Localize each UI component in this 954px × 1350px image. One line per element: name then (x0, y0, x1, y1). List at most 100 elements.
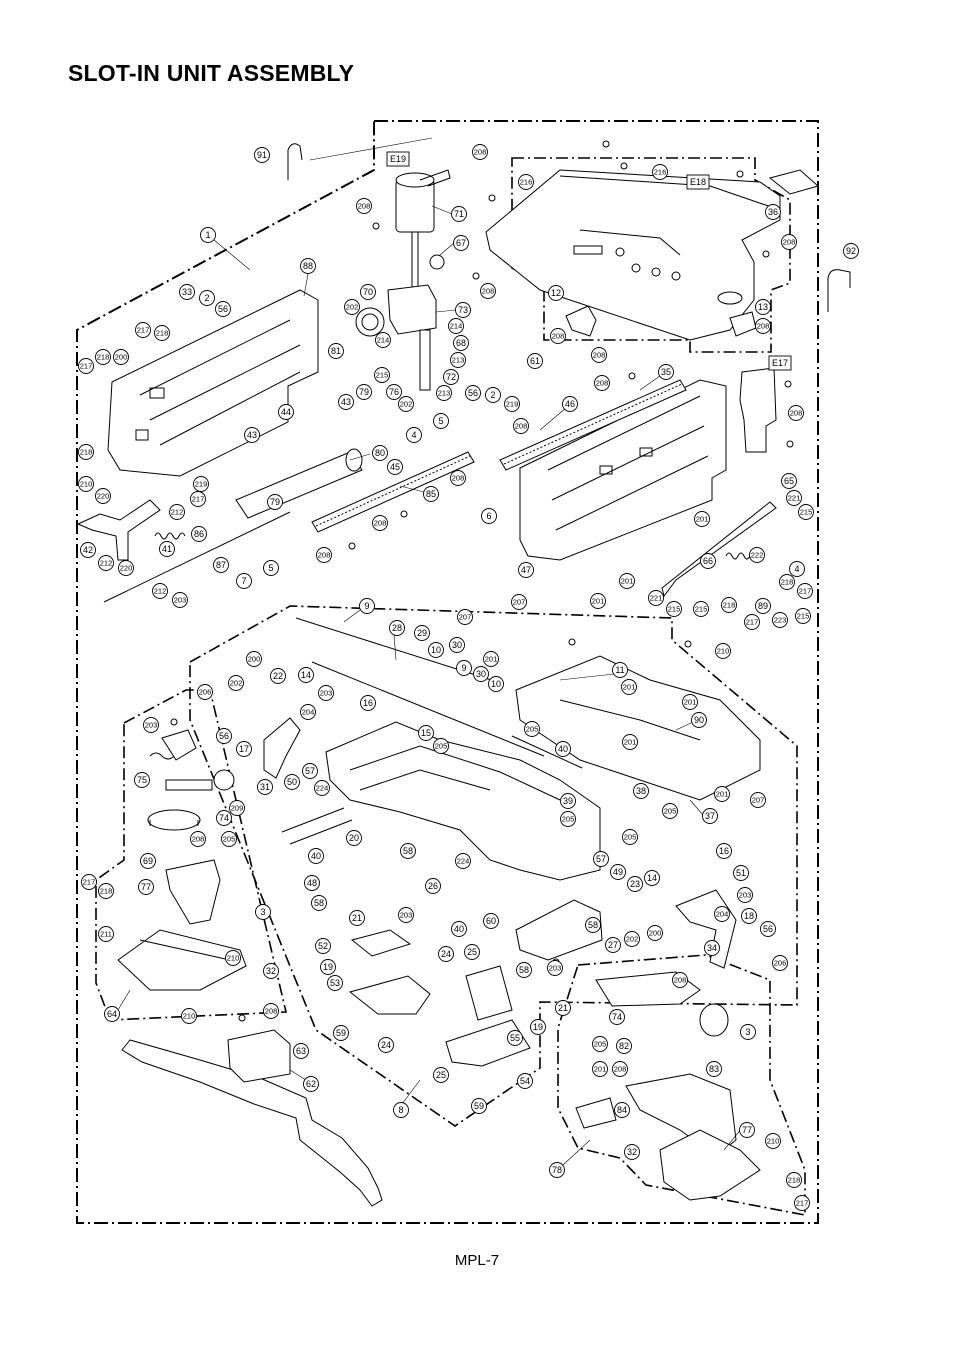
callout-label: 5 (268, 563, 273, 573)
gearbox-73 (387, 254, 445, 391)
part-callout: 46 (562, 396, 578, 412)
callout-label: 215 (668, 605, 681, 614)
part-callout: 208 (480, 283, 496, 299)
callout-label: 22 (273, 671, 283, 681)
callout-label: 73 (458, 305, 468, 315)
callout-label: 15 (421, 728, 431, 738)
callout-label: 40 (454, 924, 464, 934)
part-callout: 86 (191, 526, 207, 542)
callout-label: 59 (336, 1028, 346, 1038)
callout-label: 49 (613, 867, 623, 877)
callout-label: 62 (306, 1079, 316, 1089)
part-callout: 201 (682, 694, 698, 710)
callout-label: 56 (218, 304, 228, 314)
part-callout: 56 (215, 301, 231, 317)
callout-label: 205 (664, 807, 677, 816)
callout-label: 208 (374, 519, 387, 528)
callout-label: 70 (363, 287, 373, 297)
part-callout: 208 (190, 831, 206, 847)
callout-label: 23 (630, 879, 640, 889)
callout-label: 45 (390, 462, 400, 472)
callout-label: 202 (230, 679, 243, 688)
part-callout: 74 (609, 1009, 625, 1025)
callout-label: 217 (192, 495, 205, 504)
callout-label: 78 (552, 1165, 562, 1175)
part-callout: 216 (518, 174, 534, 190)
callout-label: 220 (97, 492, 110, 501)
part-callout: 221 (786, 490, 802, 506)
part-callout: 215 (374, 367, 390, 383)
part-callout: 206 (197, 684, 213, 700)
part-callout: 208 (781, 234, 797, 250)
slider-52 (350, 929, 412, 957)
part-callout: 59 (471, 1098, 487, 1114)
callout-label: 86 (194, 529, 204, 539)
part-callout: 82 (616, 1038, 632, 1054)
part-tag: E18 (686, 174, 710, 190)
part-callout: 50 (284, 774, 300, 790)
callout-label: 19 (323, 962, 333, 972)
group-boundary-78 (557, 954, 806, 1216)
callout-label: 215 (376, 371, 389, 380)
part-callout: 88 (300, 258, 316, 274)
part-callout: 208 (788, 405, 804, 421)
part-callout: 203 (143, 717, 159, 733)
callout-label: 68 (456, 338, 466, 348)
callout-label: 208 (482, 287, 495, 296)
callout-label: 61 (530, 356, 540, 366)
callout-label: 72 (446, 372, 456, 382)
part-callout: 216 (652, 164, 668, 180)
part-callout: 215 (798, 504, 814, 520)
callout-label: 218 (156, 329, 169, 338)
part-callout: 208 (450, 470, 466, 486)
lever-64 (117, 859, 247, 991)
callout-label: 202 (626, 935, 639, 944)
callout-label: 58 (314, 898, 324, 908)
part-callout: 32 (263, 963, 279, 979)
part-callout: 14 (644, 870, 660, 886)
callout-label: 88 (303, 261, 313, 271)
part-callout: 28 (389, 620, 405, 636)
part-callout: 5 (263, 560, 279, 576)
part-callout: 77 (739, 1122, 755, 1138)
part-callout: 43 (244, 427, 260, 443)
part-callout: 44 (278, 404, 294, 420)
part-callout: 65 (781, 473, 797, 489)
callout-label: 217 (80, 362, 93, 371)
rack-46 (499, 379, 687, 471)
callout-label: 59 (474, 1101, 484, 1111)
callout-label: 21 (352, 913, 362, 923)
part-callout: 56 (216, 728, 232, 744)
callout-label: 16 (363, 698, 373, 708)
callout-label: 208 (192, 835, 205, 844)
callout-label: 221 (650, 594, 663, 603)
part-callout: 213 (436, 385, 452, 401)
callout-label: 14 (301, 670, 311, 680)
callout-label: 2 (204, 293, 209, 303)
part-callout: 60 (483, 913, 499, 929)
part-callout: 4 (789, 561, 805, 577)
callout-label: 205 (562, 815, 575, 824)
part-callout: 6 (481, 508, 497, 524)
part-callout: 201 (590, 593, 606, 609)
cam-lever-75 (149, 729, 213, 791)
callout-label: 38 (636, 786, 646, 796)
part-callout: 205 (622, 829, 638, 845)
part-callout: 215 (795, 608, 811, 624)
part-callout: 1 (200, 227, 216, 243)
part-callout: 214 (448, 318, 464, 334)
callout-label: 79 (359, 387, 369, 397)
part-callout: 45 (387, 459, 403, 475)
callout-label: 221 (788, 494, 801, 503)
part-callout: 210 (78, 476, 94, 492)
callout-label: 205 (435, 742, 448, 751)
callout-label: 46 (565, 399, 575, 409)
page-number: MPL-7 (454, 1252, 500, 1269)
part-callout: 2 (485, 387, 501, 403)
part-callout: 200 (647, 925, 663, 941)
callout-label: 6 (486, 511, 491, 521)
callout-label: 208 (783, 238, 796, 247)
wire-92 (827, 269, 851, 312)
callout-label: 42 (83, 545, 93, 555)
part-callout: 208 (755, 318, 771, 334)
